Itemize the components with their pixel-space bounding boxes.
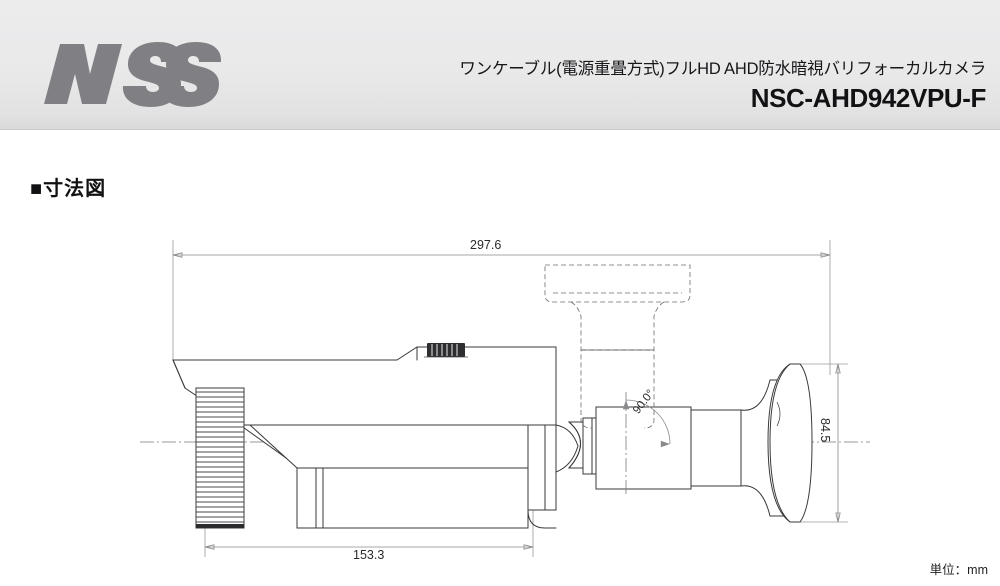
dimension-label-body-length: 153.3 xyxy=(353,548,385,562)
angle-dimension xyxy=(622,392,671,496)
product-model-number: NSC-AHD942VPU-F xyxy=(750,83,987,113)
bracket-arm xyxy=(595,379,786,517)
dimension-drawing: .ln { fill:none; stroke:#3a3a3c; stroke-… xyxy=(0,210,1000,586)
dimension-label-overall-length: 297.6 xyxy=(470,238,502,252)
unit-note: 単位：mm xyxy=(929,563,988,577)
nss-logo xyxy=(22,38,222,110)
section-heading-dimensions: ■寸法図 xyxy=(30,178,107,200)
dimension-body-length xyxy=(204,498,534,557)
heatsink-fins xyxy=(195,387,245,529)
dimension-overall-length xyxy=(172,240,831,375)
alternate-bracket-position xyxy=(544,264,691,429)
dimension-label-mount-diameter: 84.5 xyxy=(818,418,832,443)
product-category-title: ワンケーブル(電源重畳方式)フルHD AHD防水暗視バリフォーカルカメラ xyxy=(459,60,986,78)
camera-body xyxy=(172,346,557,529)
wall-mount-plate xyxy=(767,363,813,523)
adjustment-knob xyxy=(424,343,468,358)
header-divider xyxy=(0,129,1000,130)
